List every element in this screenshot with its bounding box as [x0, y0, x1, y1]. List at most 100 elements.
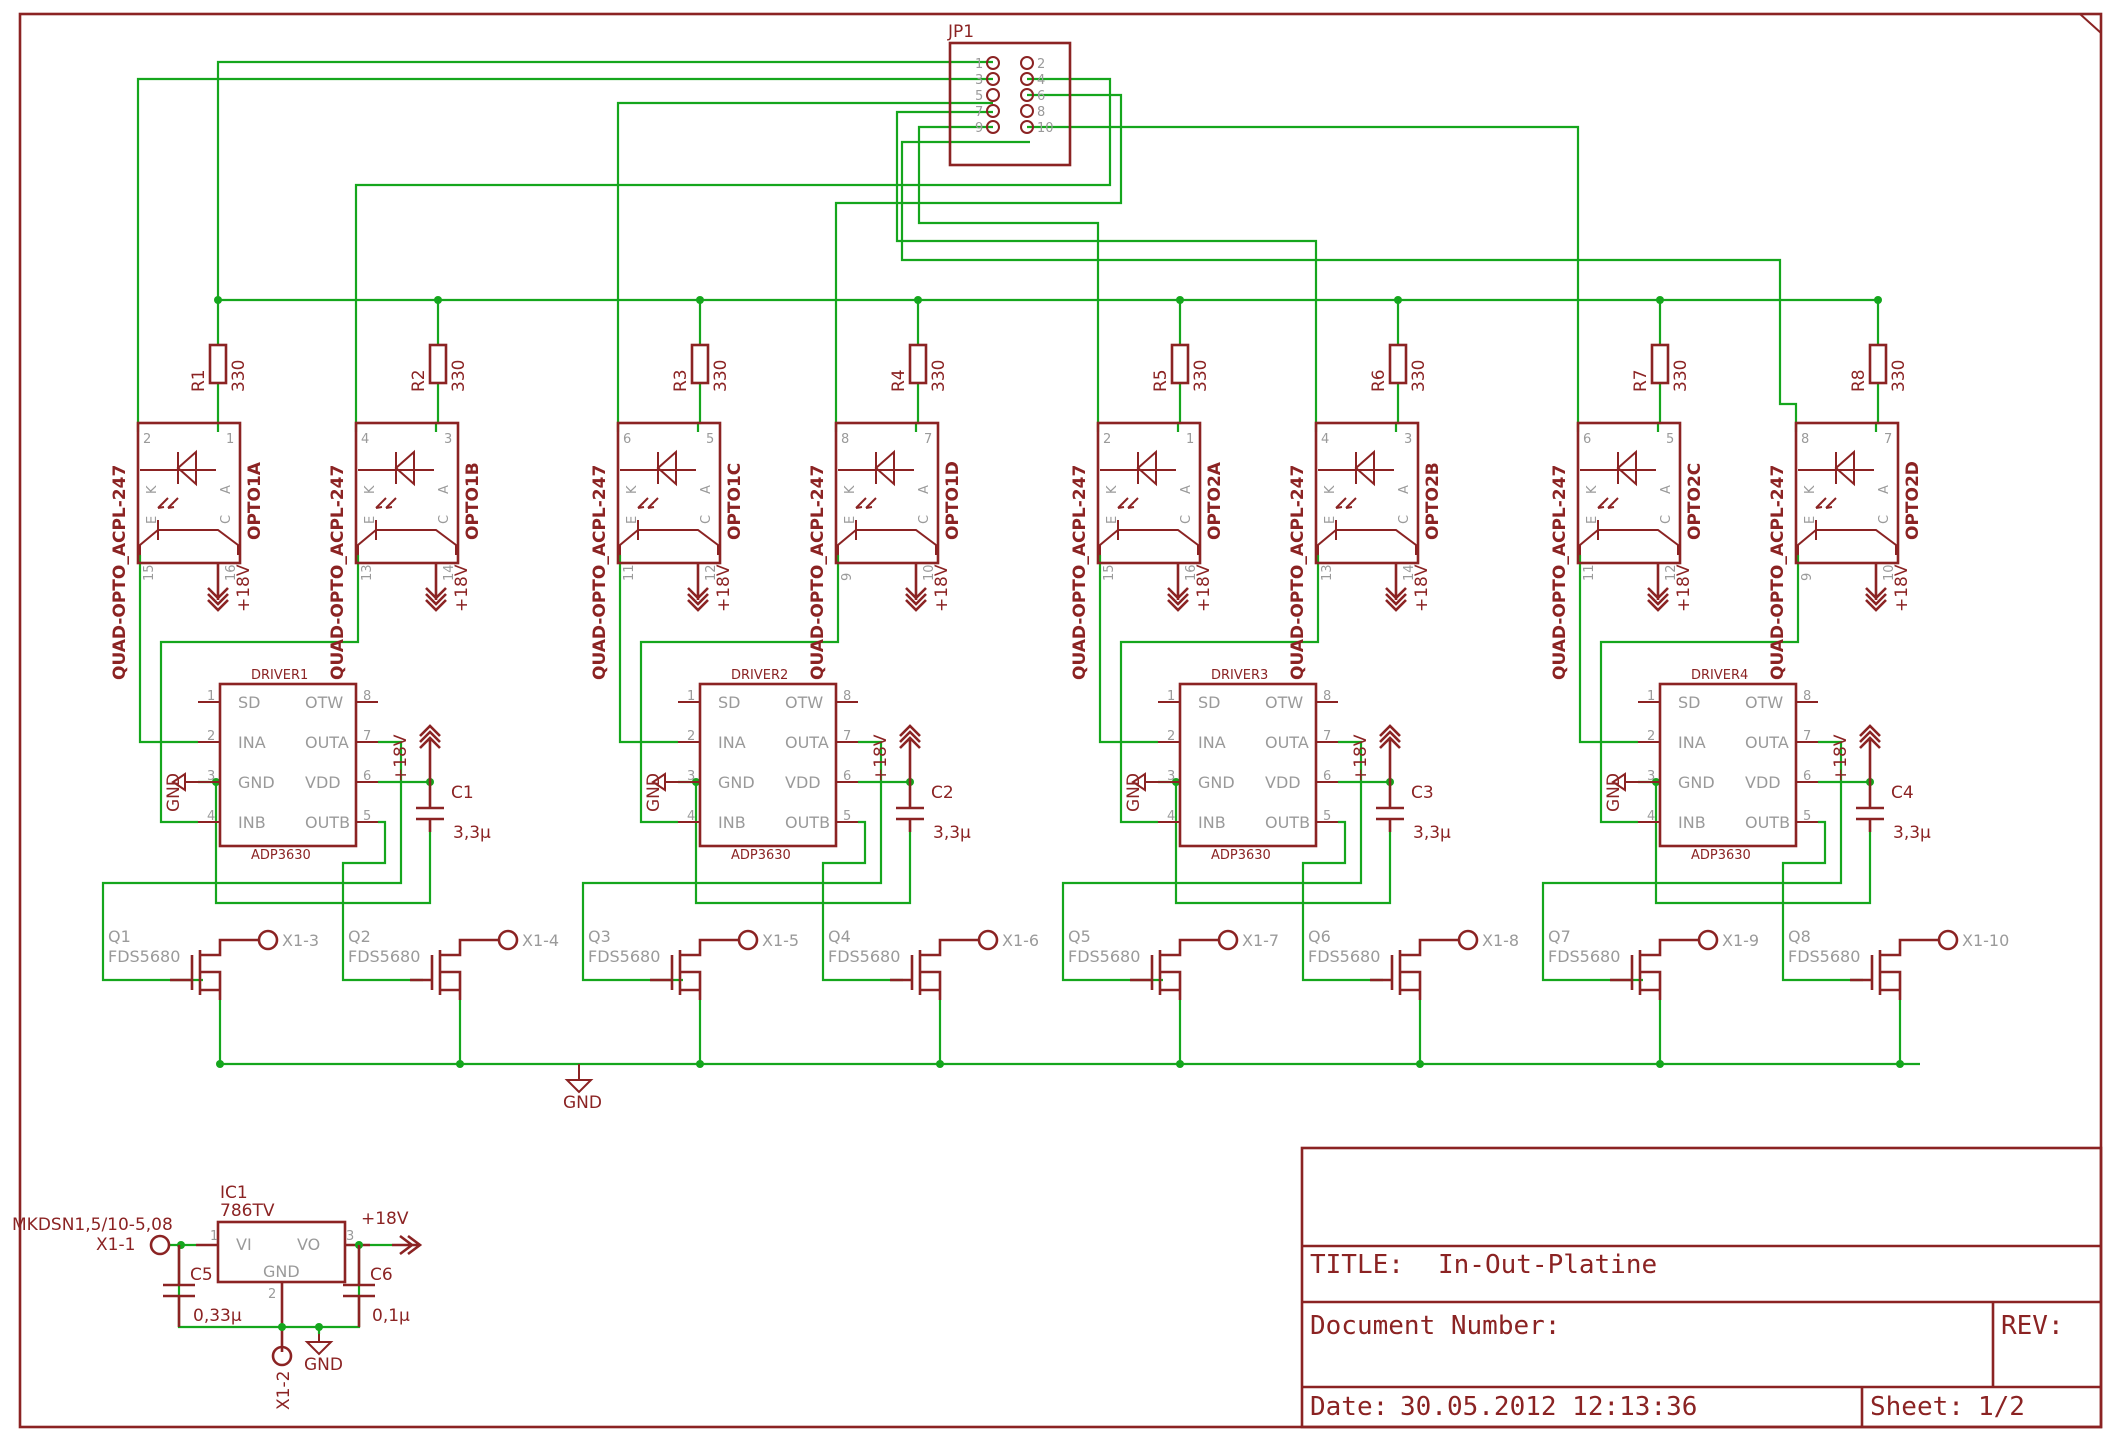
pin-c-num: 14 [1402, 564, 1417, 581]
driver-pin-num-right: 8 [843, 689, 851, 704]
light-arrows [375, 497, 397, 509]
supply-label: +18V [1194, 564, 1214, 612]
pin-letter-a: A [1877, 485, 1892, 494]
driver-pin-name-right: VDD [1745, 773, 1781, 792]
pin-c-num: 10 [922, 564, 937, 581]
phototransistor [1317, 520, 1417, 555]
mosfet-ref: Q2 [348, 927, 371, 946]
ic1-pin1: 1 [210, 1229, 218, 1244]
resistor-ref: R6 [1369, 369, 1389, 392]
phototransistor [619, 520, 719, 555]
jp1-pin-number: 10 [1037, 121, 1054, 136]
mosfet-symbol [410, 938, 500, 1000]
jp1-pin-odd [986, 120, 1000, 134]
driver-gnd-label: GND [644, 773, 664, 812]
driver-pin-num-left: 3 [687, 769, 695, 784]
mosfet-ref: Q8 [1788, 927, 1811, 946]
led-symbol [1580, 449, 1656, 487]
c5-value: 0,33µ [193, 1306, 242, 1326]
pin-letter-k: K [1585, 485, 1600, 494]
ic1-pin-vo: VO [297, 1235, 320, 1254]
supply-label: +18V [932, 564, 952, 612]
opto-value: QUAD-OPTO_ACPL-247 [590, 465, 610, 680]
pin-letter-k: K [1803, 485, 1818, 494]
driver-pin-name-left: SD [1198, 693, 1220, 712]
pin-letter-a: A [219, 485, 234, 494]
mosfet-ref: Q7 [1548, 927, 1571, 946]
driver-pin-num-right: 8 [1323, 689, 1331, 704]
supply-arrow [1385, 563, 1407, 612]
mosfet-symbol [1850, 938, 1940, 1000]
driver-pin-name-left: INA [238, 733, 266, 752]
opto-body [354, 421, 460, 565]
jp1-pin-odd [986, 88, 1000, 102]
pin-letter-e: E [145, 516, 160, 524]
led-symbol [140, 449, 216, 487]
pin-a: 7 [924, 432, 932, 447]
driver-pin-name-right: OUTA [305, 733, 349, 752]
led-symbol [358, 449, 434, 487]
driver-body [218, 682, 358, 848]
driver-pin-num-right: 5 [1803, 809, 1811, 824]
driver-pin-name-right: OTW [1745, 693, 1783, 712]
pin-letter-c: C [1877, 515, 1892, 524]
pin-letter-c: C [219, 515, 234, 524]
jp1-pin-odd [986, 56, 1000, 70]
supply-label: +18V [234, 564, 254, 612]
mosfet-terminal-label: X1-3 [282, 931, 319, 950]
ic1-pin3: 3 [346, 1229, 354, 1244]
jp1-pin-number: 3 [975, 73, 983, 88]
pin-a: 7 [1884, 432, 1892, 447]
driver-pin-name-right: OTW [1265, 693, 1303, 712]
resistor-value: 330 [711, 360, 731, 392]
resistor-ref: R7 [1631, 369, 1651, 392]
resistor-value: 330 [449, 360, 469, 392]
light-arrows [1815, 497, 1837, 509]
c6-ref: C6 [370, 1265, 393, 1285]
connector-value: MKDSN1,5/10-5,08 [12, 1215, 173, 1235]
resistor-value: 330 [1409, 360, 1429, 392]
opto-ref: OPTO2A [1205, 461, 1225, 540]
resistor-ref: R3 [671, 369, 691, 392]
pin-a: 1 [1186, 432, 1194, 447]
driver-pin-name-right: OUTA [785, 733, 829, 752]
resistor-ref: R5 [1151, 369, 1171, 392]
jp1-pin-number: 9 [975, 121, 983, 136]
mosfet-value: FDS5680 [1068, 947, 1140, 966]
resistor-body [1388, 343, 1408, 385]
jp1-pin-even [1020, 104, 1034, 118]
bypass-cap [416, 782, 444, 832]
mosfet-ref: Q6 [1308, 927, 1331, 946]
driver-pin-name-left: SD [238, 693, 260, 712]
driver-supply-arrow [419, 724, 441, 782]
opto-ref: OPTO2B [1423, 462, 1443, 540]
ic1-value: 786TV [220, 1201, 275, 1221]
resistor-body [428, 343, 448, 385]
pin-a: 5 [706, 432, 714, 447]
pin-letter-c: C [1179, 515, 1194, 524]
driver-pin-num-left: 2 [687, 729, 695, 744]
driver-pin-name-left: INA [1198, 733, 1226, 752]
mosfet-terminal [1217, 929, 1239, 951]
resistor-body [1650, 343, 1670, 385]
driver-body [698, 682, 838, 848]
pin-a: 3 [444, 432, 452, 447]
mosfet-value: FDS5680 [348, 947, 420, 966]
jp1-pin-number: 4 [1037, 73, 1045, 88]
driver-pin-name-left: INB [238, 813, 266, 832]
opto-value: QUAD-OPTO_ACPL-247 [110, 465, 130, 680]
mosfet-terminal-label: X1-10 [1962, 931, 2009, 950]
pin-c-num: 14 [442, 564, 457, 581]
supply-arrow [1865, 563, 1887, 612]
driver-pin-num-left: 4 [687, 809, 695, 824]
mosfet-value: FDS5680 [1788, 947, 1860, 966]
driver-pin-name-right: OTW [305, 693, 343, 712]
driver-pin-name-left: GND [1198, 773, 1235, 792]
mosfet-symbol [1130, 938, 1220, 1000]
light-arrows [1117, 497, 1139, 509]
pin-a: 1 [226, 432, 234, 447]
